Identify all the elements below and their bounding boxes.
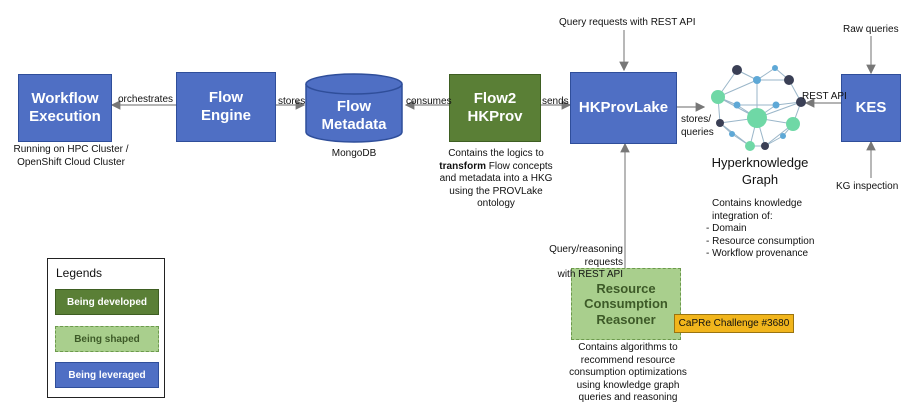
legend-being-leveraged: Being leveraged [55, 362, 159, 388]
label-rest-api: REST API [802, 91, 847, 102]
legend-being-developed: Being developed [55, 289, 159, 315]
label-reasoning-requests-1: Query/reasoning requests [549, 244, 623, 268]
note-flow2hkprov-4: using the PROVLake [449, 185, 543, 197]
note-workflow-execution-2: OpenShift Cloud Cluster [17, 156, 125, 168]
flow2hkprov-line1: Flow2 [473, 90, 517, 107]
flow2hkprov-line2: HKProv [467, 108, 523, 125]
label-kg-inspection: KG inspection [836, 181, 899, 192]
note-hkg-2: integration of: [712, 210, 773, 222]
note-flow2hkprov: Contains the logics to transform Flow co… [436, 148, 556, 211]
hkprovlake-label: HKProvLake [578, 99, 669, 116]
kes-box[interactable]: KES [841, 74, 901, 142]
label-reasoning-requests-2: with REST API [557, 269, 623, 280]
workflow-execution-line1: Workflow [31, 90, 99, 107]
note-flow2hkprov-2-rest: Flow concepts [485, 160, 553, 172]
note-reasoner-2: recommend resource [580, 354, 676, 366]
flow2hkprov-box[interactable]: Flow2 HKProv [449, 74, 541, 142]
note-flow2hkprov-3: and metadata into a HKG [439, 173, 553, 184]
note-flow2hkprov-1: Contains the logics to [448, 148, 544, 159]
note-reasoner-4: using knowledge graph [576, 379, 680, 391]
note-workflow-execution-1: Running on HPC Cluster / [13, 144, 129, 155]
note-hkg-5: - Workflow provenance [706, 248, 809, 259]
reasoner-line1: Resource [596, 280, 656, 296]
hk-graph-title: Hyperknowledge Graph [702, 155, 818, 189]
hkprovlake-box[interactable]: HKProvLake [570, 72, 677, 144]
note-mongodb: MongoDB [331, 148, 377, 159]
flow-engine-box[interactable]: Flow Engine [176, 72, 276, 142]
legend-being-shaped: Being shaped [55, 326, 159, 352]
flow-metadata-line2: Metadata [321, 116, 387, 133]
workflow-execution-line2: Execution [29, 108, 101, 125]
legend-panel: Legends Being developed Being shaped Bei… [47, 258, 165, 398]
resource-consumption-reasoner-box[interactable]: Resource Consumption Reasoner [571, 268, 681, 340]
flow-engine-line2: Engine [200, 107, 251, 124]
graph-nodes [711, 65, 806, 151]
note-reasoner: Contains algorithms to recommend resourc… [556, 342, 700, 405]
flow-metadata-label[interactable]: Flow Metadata [306, 94, 402, 138]
label-raw-queries: Raw queries [843, 24, 899, 35]
note-reasoner-5: queries and reasoning [578, 392, 678, 403]
flow-metadata-cylinder [305, 73, 403, 143]
note-hk-graph: Contains knowledge integration of: - Dom… [706, 198, 826, 261]
kes-label: KES [855, 99, 887, 116]
note-hkg-4: - Resource consumption [706, 235, 815, 247]
note-reasoner-3: consumption optimizations [569, 367, 687, 378]
note-workflow-execution: Running on HPC Cluster / OpenShift Cloud… [4, 144, 138, 169]
label-query-requests: Query requests with REST API [559, 17, 696, 28]
label-consumes: consumes [406, 96, 452, 107]
label-reasoning-requests: Query/reasoning requests with REST API [508, 244, 623, 282]
label-stores-queries-1: stores/ [681, 114, 712, 125]
label-orchestrates: orchestrates [118, 94, 174, 105]
label-stores-queries-2: queries [681, 126, 714, 138]
note-hkg-3: - Domain [706, 223, 747, 234]
label-sends: sends [542, 96, 569, 107]
flow-metadata-line1: Flow [336, 98, 372, 115]
note-hkg-1: Contains knowledge [712, 198, 803, 209]
note-flow2hkprov-5: ontology [477, 198, 515, 209]
reasoner-line3: Reasoner [596, 311, 656, 327]
note-flow2hkprov-2-bold: transform [439, 160, 486, 172]
capre-challenge-badge[interactable]: CaPRe Challenge #3680 [674, 314, 794, 333]
flow-engine-line1: Flow [208, 89, 244, 106]
label-stores: stores [278, 96, 306, 107]
label-stores-queries: stores/ queries [681, 114, 714, 139]
note-reasoner-1: Contains algorithms to [578, 342, 678, 353]
hk-graph-title-line1: Hyperknowledge [711, 155, 809, 170]
hk-graph-title-line2: Graph [741, 171, 779, 187]
note-flow2hkprov-2: transform Flow concepts [436, 161, 556, 174]
reasoner-line2: Consumption [584, 296, 668, 312]
workflow-execution-box[interactable]: Workflow Execution [18, 74, 112, 142]
legend-title: Legends [56, 266, 103, 280]
